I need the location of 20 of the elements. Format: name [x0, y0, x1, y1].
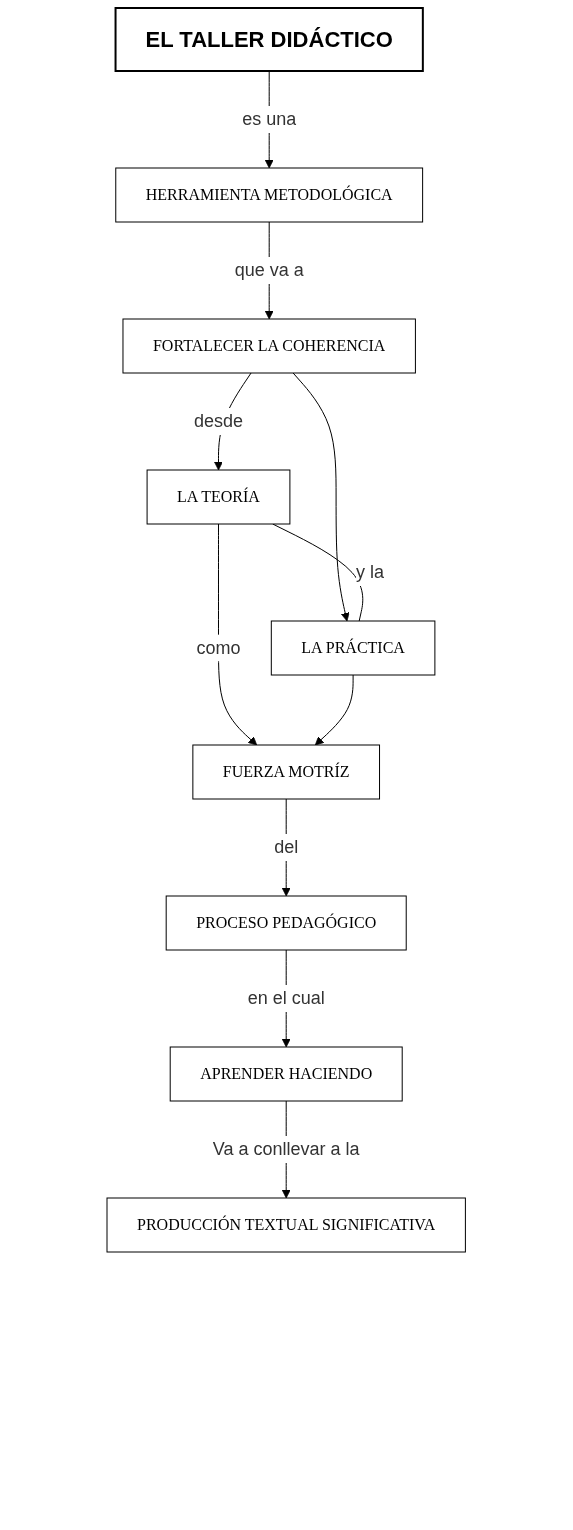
node-box: FORTALECER LA COHERENCIA: [122, 318, 417, 374]
node-box: FUERZA MOTRÍZ: [192, 744, 381, 800]
node-box: APRENDER HACIENDO: [170, 1046, 403, 1102]
edge-label: del: [274, 837, 299, 857]
edge-label: en el cual: [247, 988, 326, 1008]
node-box: EL TALLER DIDÁCTICO: [114, 7, 425, 72]
node-box: PRODUCCIÓN TEXTUAL SIGNIFICATIVA: [106, 1197, 467, 1253]
arrow: [218, 523, 258, 746]
edge-label: y la: [356, 562, 385, 582]
node-box: PROCESO PEDAGÓGICO: [166, 895, 407, 951]
arrow: [292, 372, 350, 622]
edge-label: como: [196, 637, 241, 658]
edge-label: Va a conllevar a la: [213, 1139, 360, 1159]
edge-label: desde: [194, 411, 244, 431]
node-box: HERRAMIENTA METODOLÓGICA: [115, 167, 424, 223]
node-box: LA TEORÍA: [146, 469, 291, 525]
edge-label: que va a: [234, 260, 305, 280]
arrow: [315, 674, 354, 746]
node-box: LA PRÁCTICA: [271, 620, 436, 676]
edge-label: es una: [242, 109, 297, 129]
